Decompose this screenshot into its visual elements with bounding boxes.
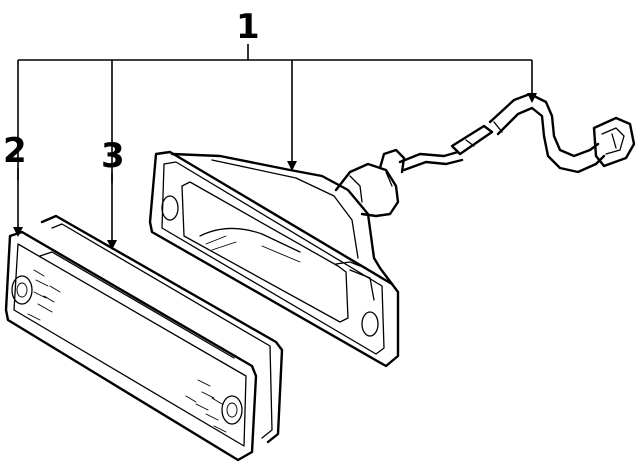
callout-1-label: 1 [236,7,260,47]
callout-3-label: 3 [101,136,125,176]
turn-signal-lens [4,230,258,462]
callout-2-label: 2 [3,131,27,171]
lamp-housing [148,150,400,368]
lens-gasket [40,214,284,444]
wiring-harness [398,92,606,174]
callout-1-leaders [13,44,537,250]
connector-plug [592,116,636,168]
bulb-socket [334,148,406,218]
